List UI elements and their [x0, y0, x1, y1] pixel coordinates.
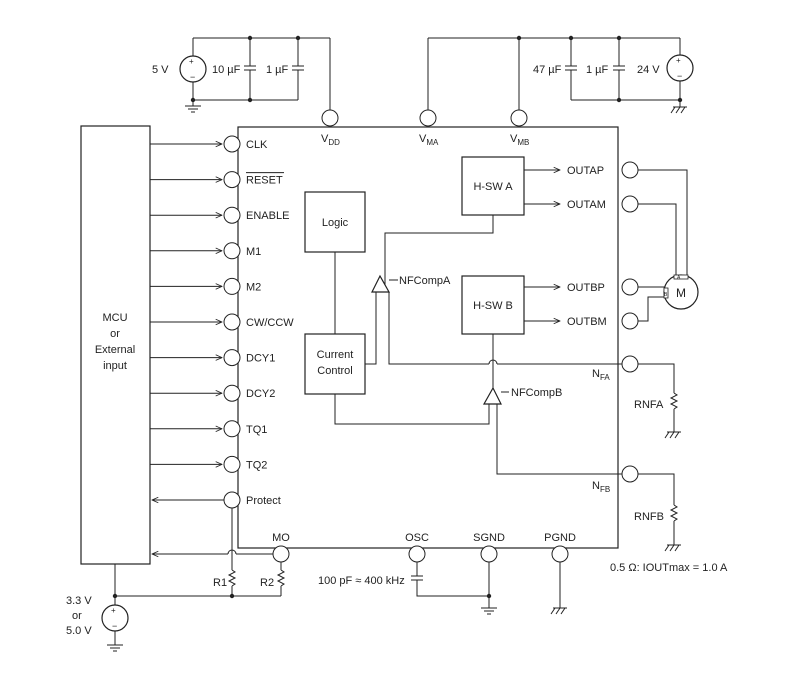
logic-supply-line3: 5.0 V [66, 625, 92, 637]
vmb-pin: VMB [510, 109, 529, 147]
svg-text:NFA: NFA [592, 368, 610, 382]
svg-text:VDD: VDD [321, 133, 340, 147]
vdd-source-icon [179, 55, 207, 83]
logic-supply-source-icon [101, 604, 129, 632]
svg-text:+: + [111, 606, 116, 615]
mo-pin-label: MO [272, 532, 290, 544]
vdd-cap1-label: 10 µF [212, 64, 241, 76]
input-pin-label: ENABLE [246, 210, 289, 222]
outbp-label: OUTBP [567, 282, 605, 294]
input-pin-label: TQ1 [246, 424, 267, 436]
input-pin-label: M2 [246, 281, 261, 293]
internal-wiring [334, 170, 622, 475]
mo-protect-network [107, 500, 286, 652]
current-control-block [304, 333, 366, 395]
vdd-pin: VDD [321, 109, 340, 147]
r2-label: R2 [260, 577, 274, 589]
outam-label: OUTAM [567, 199, 606, 211]
input-pin-tq2 [223, 455, 241, 473]
input-pin-label: TQ2 [246, 459, 267, 471]
nfa-pin: NFA [592, 355, 639, 382]
svg-text:−: − [112, 621, 117, 631]
motor-pin-b: B [664, 292, 668, 298]
rnfa-label: RNFA [634, 399, 664, 411]
hsw-a-label: H-SW A [473, 181, 513, 193]
vdd-supply-network: + − [179, 35, 331, 113]
input-pin-reset [223, 171, 241, 189]
pgnd-pin-label: PGND [544, 532, 576, 544]
osc-pin-label: OSC [405, 532, 429, 544]
input-pin-label: RESET [246, 175, 283, 187]
input-pin-dcy2 [223, 384, 241, 402]
r1-label: R1 [213, 577, 227, 589]
mcu-block [80, 125, 151, 565]
input-pin-label: CLK [246, 139, 268, 151]
logic-block-label: Logic [322, 217, 349, 229]
svg-text:NFB: NFB [592, 480, 610, 494]
input-pin-label: M1 [246, 246, 261, 258]
bottom-pins [272, 545, 569, 563]
nfcomp-b-label: NFCompB [511, 387, 562, 399]
osc-cap-label: 100 pF ≈ 400 kHz [318, 575, 405, 587]
vm-source-icon [666, 54, 694, 82]
input-pin-dcy1 [223, 349, 241, 367]
rnfb-label: RNFB [634, 511, 664, 523]
current-control-label-line1: Current [317, 349, 354, 361]
vm-supply-label: 24 V [637, 64, 660, 76]
input-pin-label: Protect [246, 495, 281, 507]
svg-text:VMA: VMA [419, 133, 439, 147]
svg-text:VMB: VMB [510, 133, 529, 147]
svg-text:−: − [677, 71, 682, 81]
outap-label: OUTAP [567, 165, 604, 177]
input-pin-cw-ccw [223, 313, 241, 331]
input-pin-tq1 [223, 420, 241, 438]
outbm-label: OUTBM [567, 316, 607, 328]
mcu-label-line: or [110, 328, 120, 340]
nfcomp-a-label: NFCompA [399, 275, 451, 287]
input-pin-label: DCY1 [246, 353, 275, 365]
output-pins [621, 161, 639, 330]
vdd-cap2-label: 1 µF [266, 64, 289, 76]
sense-resistor-note: 0.5 Ω: IOUTmax = 1.0 A [610, 562, 728, 574]
vm-cap2-label: 1 µF [586, 64, 609, 76]
sgnd-pin-label: SGND [473, 532, 505, 544]
svg-text:−: − [190, 72, 195, 82]
nfcomp-a-icon [371, 274, 391, 293]
rnfb-network [638, 473, 681, 552]
svg-text:+: + [189, 57, 194, 66]
svg-text:+: + [676, 56, 681, 65]
nfcomp-b-icon [482, 386, 502, 405]
osc-capacitor [411, 562, 567, 615]
vma-pin: VMA [419, 109, 439, 147]
mcu-label-line: MCU [102, 312, 127, 324]
vm-cap1-label: 47 µF [533, 64, 562, 76]
hsw-b-label: H-SW B [473, 300, 513, 312]
rnfa-network [638, 363, 681, 439]
vdd-supply-label: 5 V [152, 64, 169, 76]
driver-ic-outline [237, 126, 619, 549]
logic-supply-line2: or [72, 610, 82, 622]
input-pin-enable [223, 206, 241, 224]
current-control-label-line2: Control [317, 365, 352, 377]
vm-supply-network: + − [427, 35, 694, 114]
logic-supply-line1: 3.3 V [66, 595, 92, 607]
motor-label: M [676, 286, 686, 300]
motor-wiring [638, 169, 688, 322]
input-pin-protect [223, 491, 241, 509]
hsw-a-block [461, 156, 525, 216]
input-pin-m1 [223, 242, 241, 260]
input-pin-clk [223, 135, 241, 153]
input-pin-label: CW/CCW [246, 317, 294, 329]
mcu-label-line: input [103, 360, 127, 372]
mcu-label-line: External [95, 344, 135, 356]
motor-pin-a: A [677, 275, 681, 281]
input-pin-label: DCY2 [246, 388, 275, 400]
input-pin-m2 [223, 277, 241, 295]
